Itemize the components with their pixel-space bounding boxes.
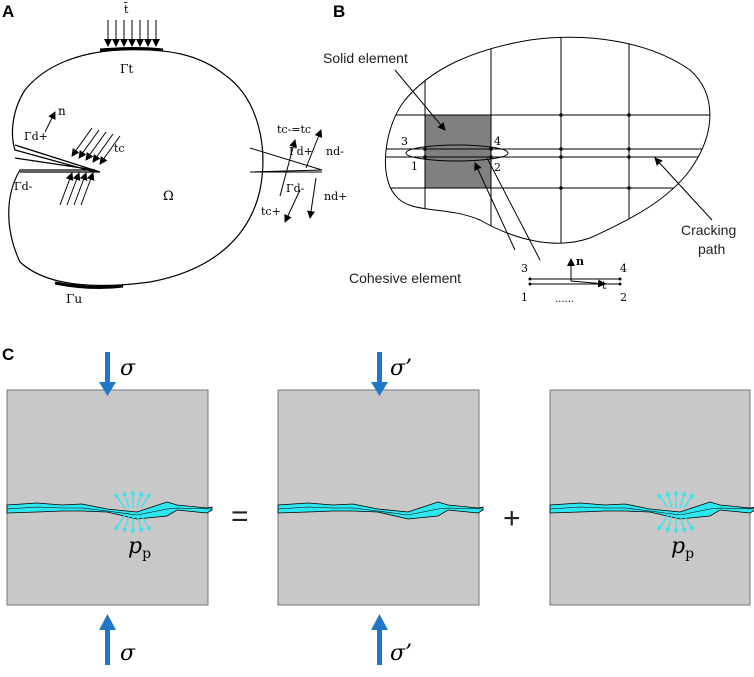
mesh-nodes: [423, 113, 631, 190]
gamma-d-plus-label: Γd+: [24, 130, 48, 143]
cracking-path-pointer: [654, 157, 713, 221]
equals-sign: =: [231, 500, 249, 533]
sigma-prime-top-2: σ’: [390, 356, 412, 381]
normal-arrow: [44, 111, 56, 133]
crack-traction-arrows-upper: [71, 127, 121, 165]
pp-label-3: pp: [671, 534, 694, 562]
detail-dots: ......: [555, 294, 574, 305]
detail-node-2: 2: [620, 291, 627, 304]
omega-label: Ω: [163, 189, 174, 204]
detail-node-4: 4: [620, 262, 627, 275]
detail-node-1: 1: [521, 291, 528, 304]
detail-gamma-d-plus: Γd+: [289, 145, 313, 158]
plus-sign: +: [503, 502, 521, 535]
panel-b: B 3 4 1: [323, 2, 736, 305]
detail-node-3: 3: [521, 262, 528, 275]
panel-c-letter: C: [2, 345, 14, 364]
detail-t-label: t: [602, 279, 607, 292]
pp-label-1: pp: [128, 534, 151, 562]
domain-outline: [8, 49, 264, 287]
traction-arrows: [104, 20, 160, 47]
tc-eq-label: tc-=tc: [277, 123, 311, 136]
detail-tc-plus: tc+: [261, 205, 281, 218]
load-arrows: [99, 352, 388, 665]
gamma-t-boundary: [99, 47, 164, 52]
detail-nd-plus: nd+: [324, 190, 347, 203]
panel-c: C: [2, 345, 754, 666]
cracking-path-label-1: Cracking: [681, 222, 736, 238]
node-1-label: 1: [411, 160, 418, 173]
crack-traction-arrows-lower: [59, 172, 95, 206]
gamma-d-minus-label: Γd-: [14, 180, 33, 193]
gamma-u-boundary: [54, 281, 124, 289]
detail-gamma-d-minus: Γd-: [286, 182, 305, 195]
sigma-bottom-1: σ: [120, 641, 136, 666]
cohesive-pointer-1: [474, 162, 516, 251]
fluid-pressure-arrows-3: [657, 490, 694, 534]
n-label: n: [58, 104, 66, 118]
panel-b-letter: B: [333, 2, 345, 21]
detail-n-label: n: [576, 255, 584, 268]
tc-label: tc: [114, 142, 125, 155]
gamma-t-label: Γt: [120, 62, 133, 76]
detail-wedge: [249, 147, 323, 173]
cohesive-pointer-2: [486, 157, 541, 261]
t-bar-label: t̄: [123, 3, 129, 16]
node-3-label: 3: [401, 135, 408, 148]
panel-a: A t̄ Γt: [2, 2, 347, 306]
sigma-top-1: σ: [120, 356, 136, 381]
node-4-label: 4: [494, 135, 501, 148]
fluid-pressure-arrows-1: [114, 490, 151, 534]
crack-wedge: [14, 144, 101, 173]
cohesive-detail: [528, 258, 622, 288]
node-2-label: 2: [494, 161, 501, 174]
panel-a-letter: A: [2, 2, 14, 21]
solid-element-shade: [425, 115, 491, 188]
cohesive-element-label: Cohesive element: [349, 270, 461, 286]
cohesive-ellipse: [405, 144, 509, 162]
mesh-outline: [384, 36, 711, 244]
block-1: [6, 389, 209, 606]
block-2: [277, 389, 480, 606]
cracking-path-label-2: path: [698, 241, 725, 257]
block-3: [549, 389, 751, 606]
solid-element-label: Solid element: [323, 50, 408, 66]
gamma-u-label: Γu: [66, 292, 82, 306]
sigma-prime-bottom-2: σ’: [390, 641, 412, 666]
detail-nd-minus: nd-: [326, 145, 344, 158]
detail-arrows: [279, 129, 323, 223]
solid-element-pointer: [394, 69, 446, 131]
